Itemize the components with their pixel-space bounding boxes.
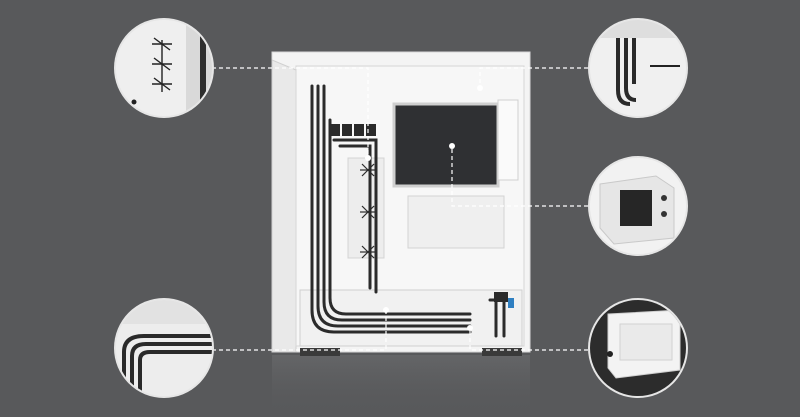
blue-connector bbox=[508, 298, 514, 308]
callout-dots bbox=[365, 85, 483, 331]
callout-bottom-left bbox=[116, 300, 212, 396]
callout-top-left bbox=[116, 20, 212, 116]
callout-bottom-right bbox=[590, 300, 686, 396]
cpu-cutout bbox=[394, 104, 498, 186]
top-cable-detail bbox=[590, 20, 686, 116]
cable-ties bbox=[360, 163, 376, 259]
cutout-detail bbox=[590, 158, 686, 254]
callout-leaders bbox=[212, 67, 588, 351]
case-reflection bbox=[272, 355, 530, 417]
cable-tie-detail bbox=[116, 20, 212, 116]
cables bbox=[310, 84, 506, 338]
connectors bbox=[330, 124, 508, 302]
callout-top-right bbox=[590, 20, 686, 116]
shroud-detail bbox=[590, 300, 686, 396]
callout-mid-right bbox=[590, 158, 686, 254]
cable-bend-detail bbox=[116, 300, 212, 396]
pc-case bbox=[271, 51, 531, 356]
